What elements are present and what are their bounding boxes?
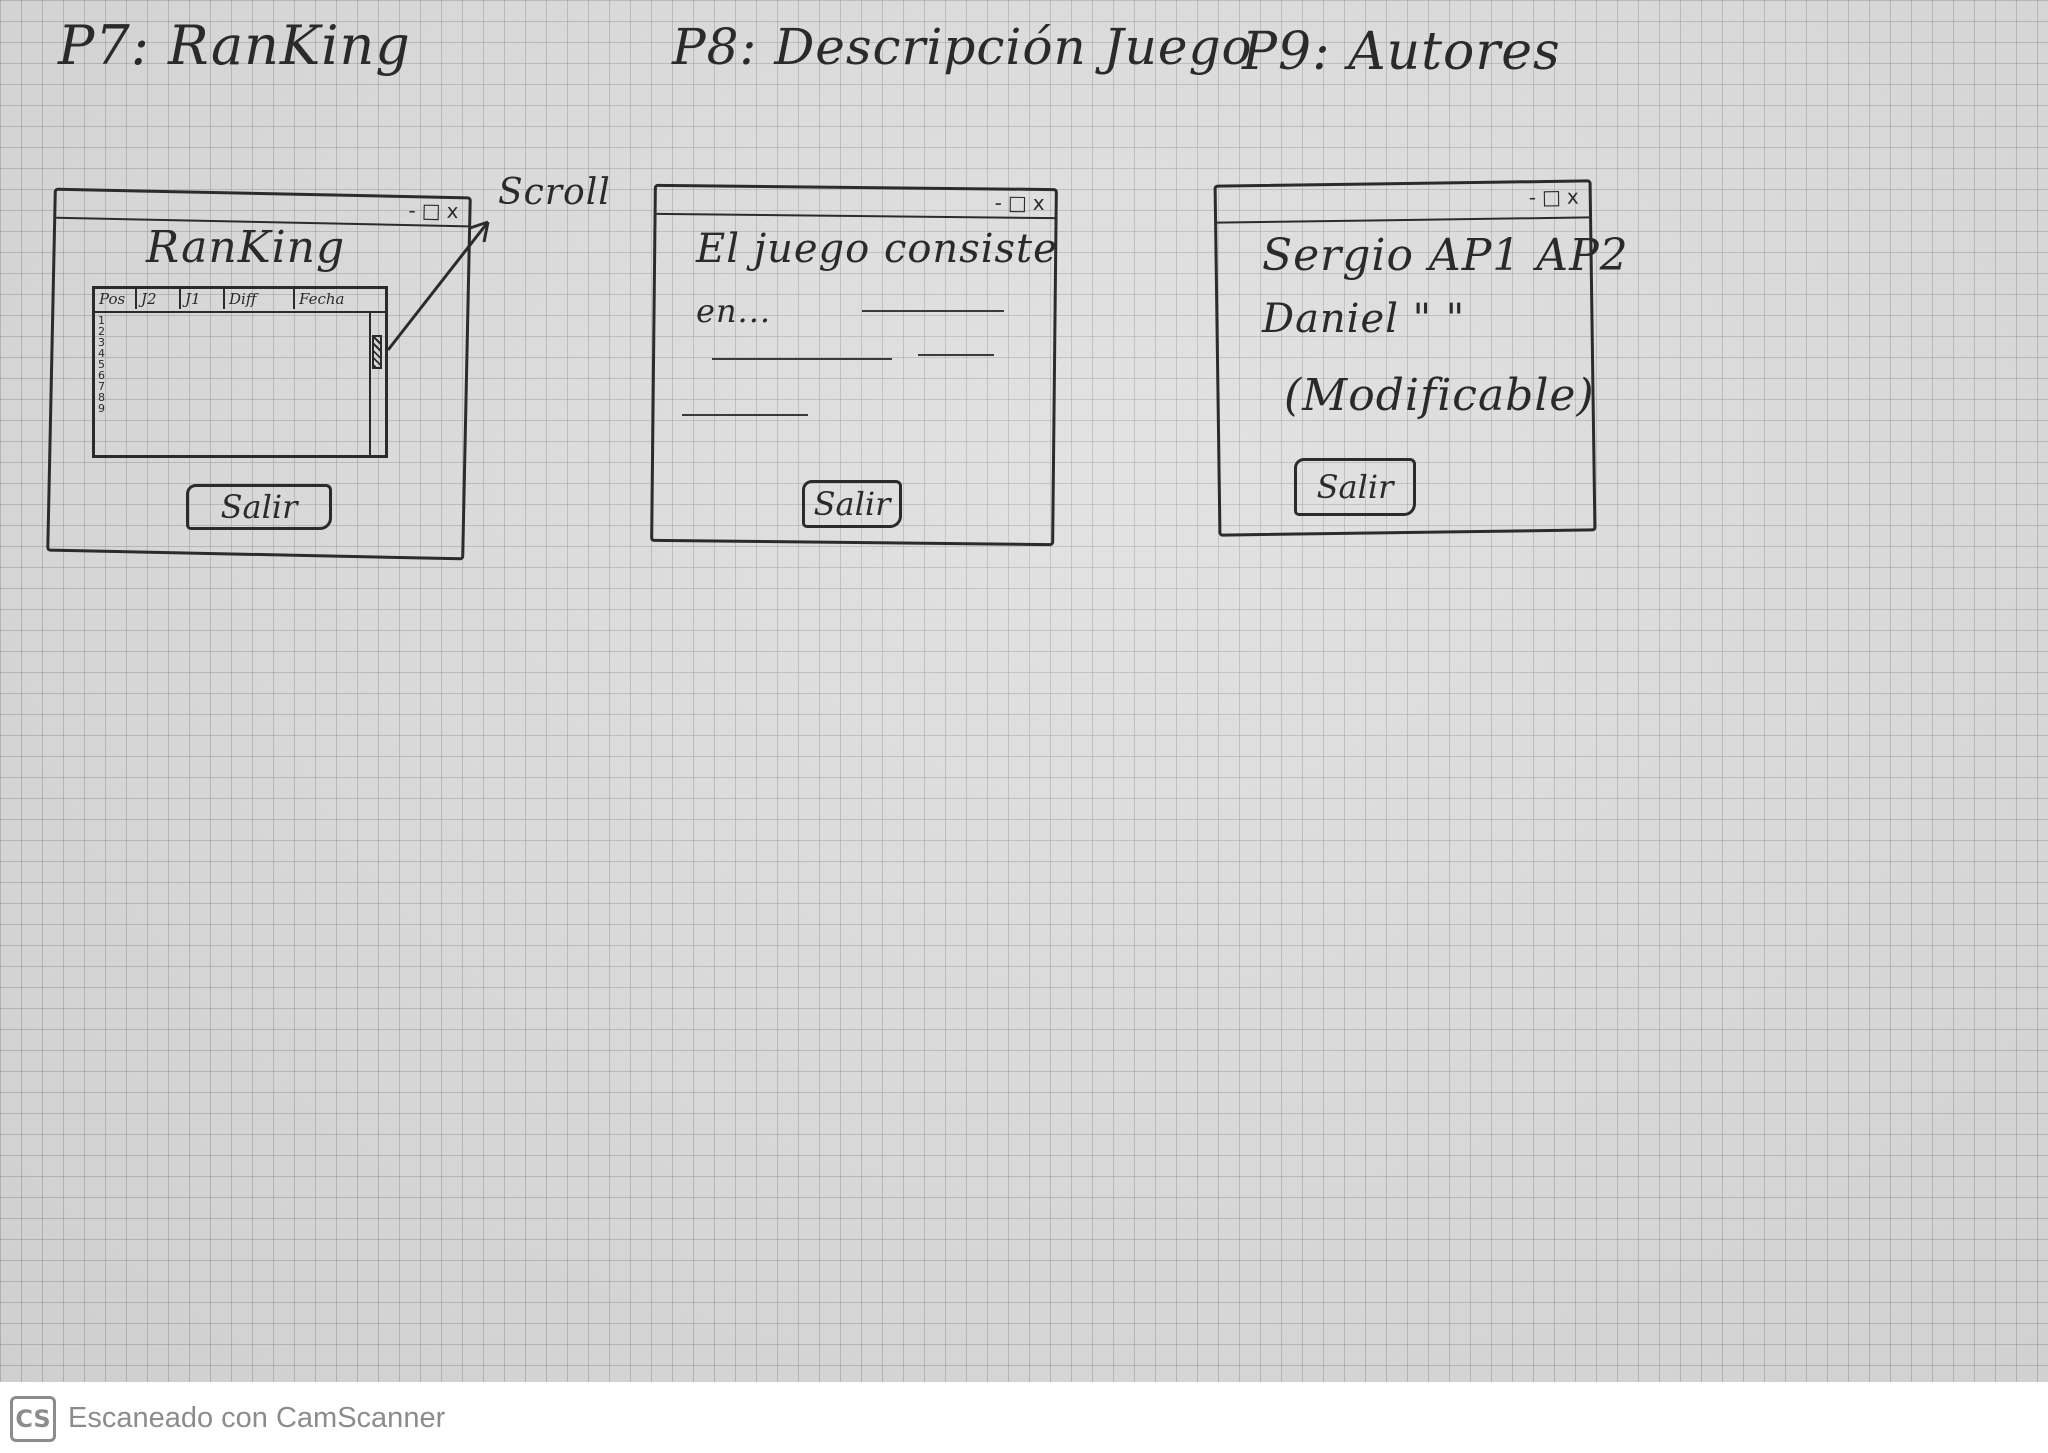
minimize-icon[interactable]: - <box>1528 185 1537 210</box>
p8-window-controls: - □ x <box>995 190 1045 215</box>
minimize-icon[interactable]: - <box>994 190 1003 215</box>
p9-exit-button[interactable]: Salir <box>1294 458 1416 516</box>
placeholder-text-line <box>918 354 994 356</box>
p8-title-bar: - □ x <box>656 186 1055 220</box>
column-header-j1[interactable]: J1 <box>181 289 225 309</box>
p9-title: P9: Autores <box>1242 22 1561 82</box>
p8-title: P8: Descripción Juego <box>672 18 1253 76</box>
scroll-annotation-label: Scroll <box>498 172 611 213</box>
scanner-watermark: CS Escaneado con CamScanner <box>0 1382 2048 1453</box>
row-number: 8 <box>98 391 105 404</box>
p8-exit-button[interactable]: Salir <box>802 480 902 528</box>
scrollbar-thumb[interactable] <box>372 335 382 369</box>
p8-description-line-1: El juego consiste <box>696 226 1058 272</box>
placeholder-text-line <box>712 358 892 360</box>
camscanner-logo-icon: CS <box>10 1396 56 1442</box>
column-header-pos[interactable]: Pos <box>95 289 137 309</box>
p7-title: P7: RanKing <box>58 14 411 77</box>
p7-exit-button[interactable]: Salir <box>186 484 332 530</box>
column-header-fecha[interactable]: Fecha <box>299 290 345 308</box>
column-header-diff[interactable]: Diff <box>225 289 295 309</box>
p8-description-line-2: en... <box>696 292 772 330</box>
row-number: 2 <box>98 325 105 338</box>
close-icon[interactable]: x <box>1566 184 1579 209</box>
column-header-j2[interactable]: J2 <box>137 289 181 309</box>
grid-paper <box>0 0 2048 1382</box>
row-number: 3 <box>98 336 105 349</box>
p7-window-heading: RanKing <box>146 222 346 273</box>
row-number: 9 <box>98 402 105 415</box>
p9-title-bar: - □ x <box>1216 182 1590 224</box>
row-number: 7 <box>98 380 105 393</box>
placeholder-text-line <box>682 414 808 416</box>
close-icon[interactable]: x <box>1032 190 1045 215</box>
ranking-scrollbar[interactable] <box>369 311 385 455</box>
row-number: 4 <box>98 347 105 360</box>
placeholder-text-line <box>862 310 1004 312</box>
p9-author-2: Daniel " " <box>1262 296 1466 342</box>
p9-window-controls: - □ x <box>1529 185 1579 210</box>
ranking-table-header: Pos J2 J1 Diff Fecha <box>95 289 385 313</box>
row-number: 1 <box>98 314 105 327</box>
maximize-icon[interactable]: □ <box>1007 190 1027 215</box>
ranking-row-numbers: 1 2 3 4 5 6 7 8 9 <box>98 315 105 414</box>
row-number: 5 <box>98 358 105 371</box>
maximize-icon[interactable]: □ <box>1541 184 1562 210</box>
watermark-text: Escaneado con CamScanner <box>68 1402 446 1434</box>
scroll-annotation-arrow <box>386 220 490 351</box>
p9-author-1: Sergio AP1 AP2 <box>1262 230 1629 281</box>
row-number: 6 <box>98 369 105 382</box>
p9-modifiable-note: (Modificable) <box>1284 370 1595 421</box>
ranking-table: Pos J2 J1 Diff Fecha 1 2 3 4 5 6 7 8 9 <box>92 286 388 458</box>
